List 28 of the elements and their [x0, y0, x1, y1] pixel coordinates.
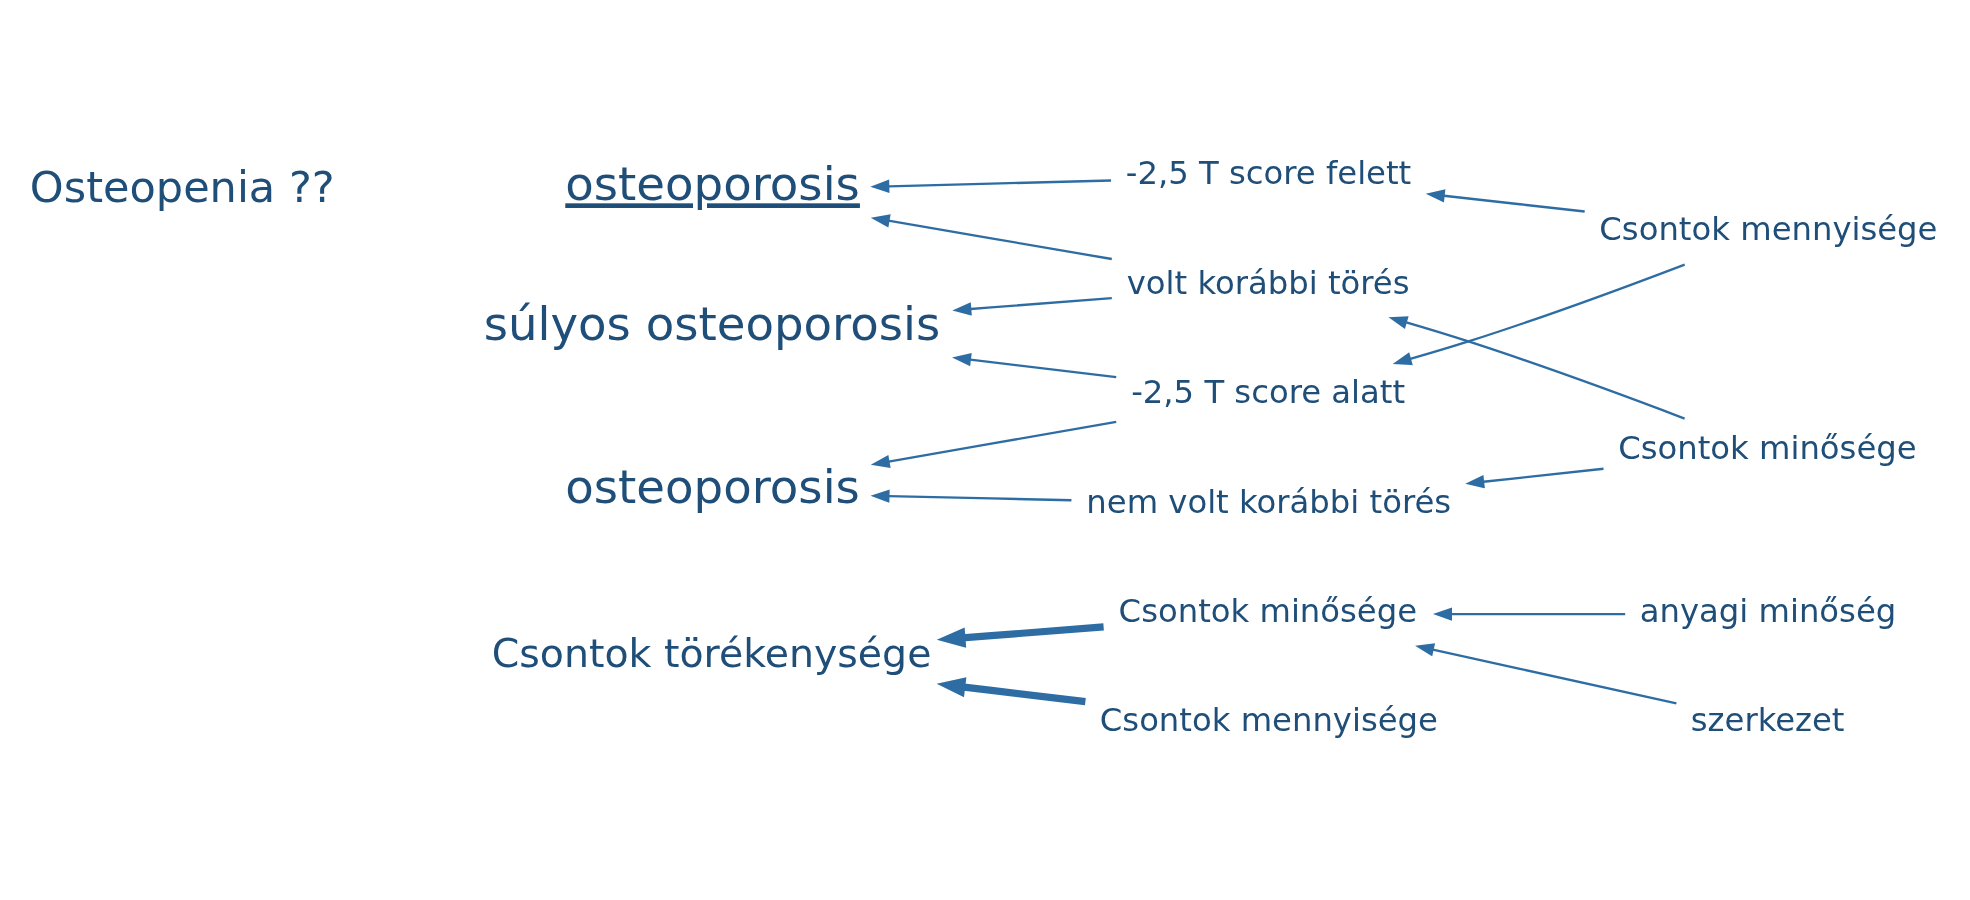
node-text: Csontok minősége — [1618, 428, 1917, 467]
node-text: anyagi minőség — [1639, 592, 1897, 631]
arrow — [870, 179, 1112, 193]
arrow — [870, 420, 1117, 469]
node-text: Csontok mennyisége — [1099, 701, 1438, 740]
label: Osteopenia ?? — [29, 161, 335, 212]
arrow — [1465, 467, 1604, 489]
arrow — [952, 296, 1112, 316]
arrow — [870, 214, 1112, 261]
arrow — [1392, 263, 1686, 366]
node-text: súlyos osteoporosis — [483, 297, 941, 352]
node-text: Csontok törékenysége — [491, 630, 932, 677]
arrow — [936, 677, 1086, 706]
node-text: osteoporosis — [565, 460, 860, 515]
arrow — [1415, 643, 1677, 705]
node-text: -2,5 T score felett — [1125, 154, 1412, 193]
arrow — [952, 353, 1117, 379]
node-text: szerkezet — [1690, 701, 1845, 740]
node-text: Csontok minősége — [1118, 592, 1418, 631]
node-text: -2,5 T score alatt — [1131, 373, 1406, 412]
node-text: osteoporosis — [565, 157, 860, 212]
arrow — [870, 489, 1072, 503]
arrow — [1432, 607, 1626, 621]
node-text: nem volt korábbi törés — [1086, 482, 1452, 521]
arrow — [1388, 316, 1685, 420]
arrow — [1425, 189, 1585, 213]
node-text: volt korábbi törés — [1126, 263, 1410, 302]
node-text: Csontok mennyisége — [1599, 209, 1938, 248]
